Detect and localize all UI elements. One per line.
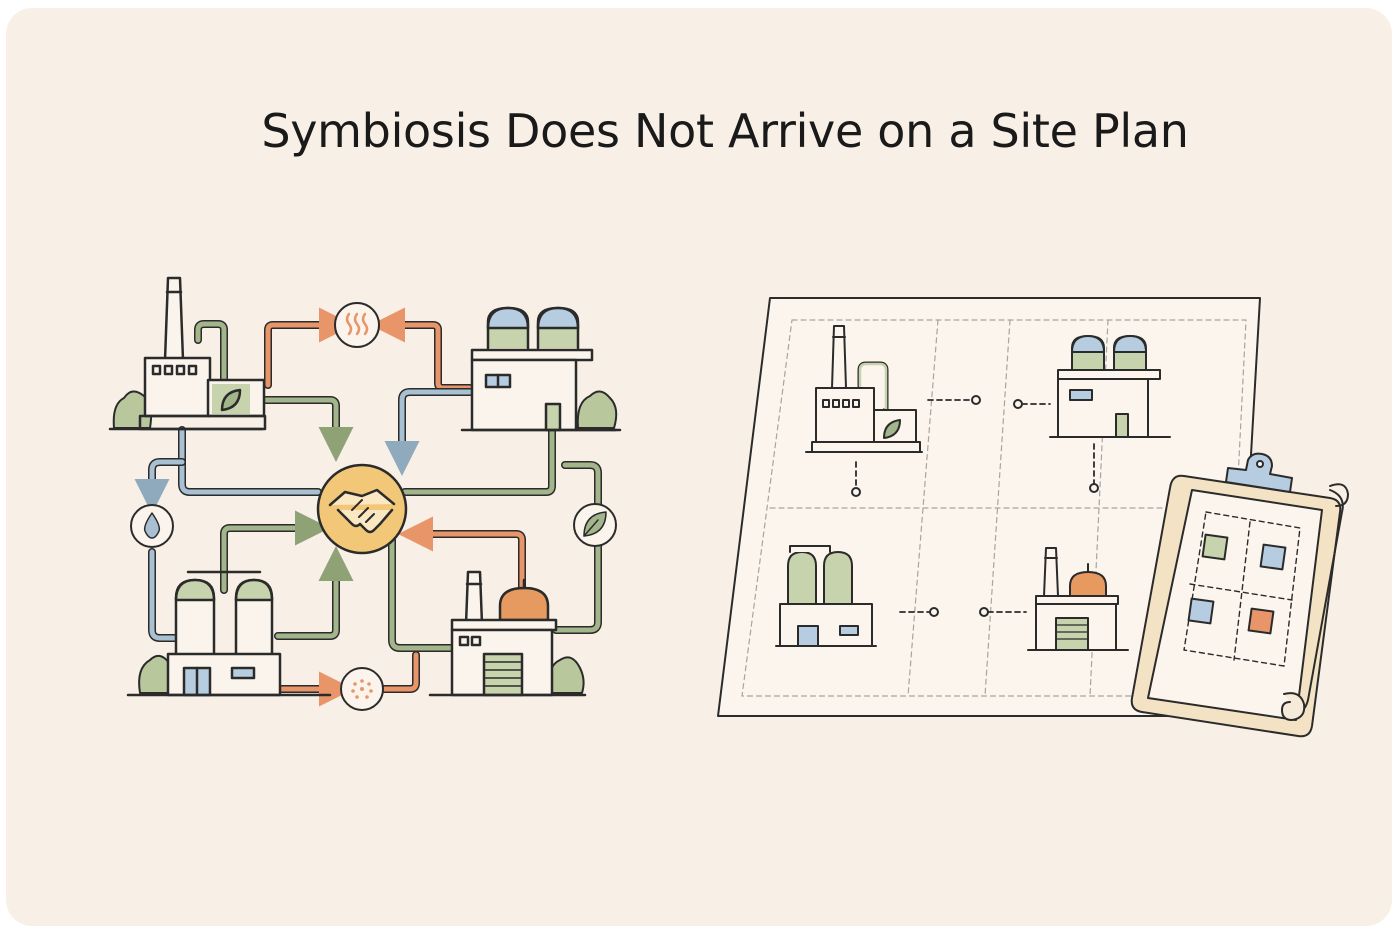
site-plan-sheet: [717, 297, 1349, 738]
factory-icon: [805, 325, 923, 453]
dome-factory-icon: [428, 570, 587, 697]
water-drop-icon: [130, 504, 174, 548]
heat-icon: [334, 302, 380, 348]
symbiosis-network: [108, 276, 622, 711]
page-title: Symbiosis Does Not Arrive on a Site Plan: [261, 104, 1189, 158]
dome-factory-icon: [1027, 547, 1129, 651]
handshake-icon: [316, 463, 408, 555]
storage-tanks-building-icon: [460, 306, 622, 432]
leaf-icon: [573, 503, 617, 547]
factory-icon: [108, 276, 267, 431]
rolled-paper-icon: [1281, 483, 1349, 721]
clipboard-icon: [1130, 452, 1342, 738]
storage-tanks-building-icon: [1049, 335, 1171, 438]
green-pipes: [194, 320, 602, 652]
silo-building-icon: [775, 545, 877, 647]
silo-building-icon: [126, 570, 332, 697]
heat-pipes: [264, 307, 526, 707]
blue-pipes: [134, 388, 474, 642]
tree-icon: [112, 390, 618, 694]
particles-icon: [340, 667, 384, 711]
